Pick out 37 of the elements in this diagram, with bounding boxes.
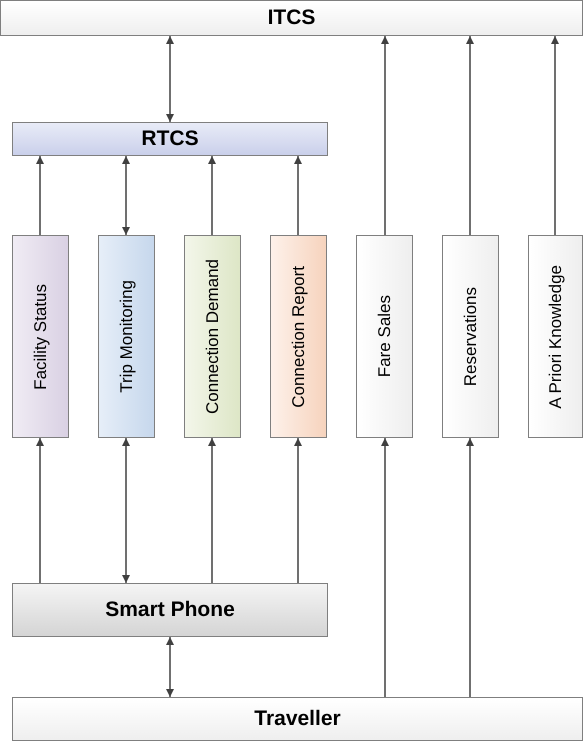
arrow: [122, 156, 130, 235]
system-box: [12, 122, 328, 156]
device-box: [12, 583, 328, 637]
arrow: [466, 36, 474, 235]
box-label: Reservations: [460, 286, 480, 386]
data-column: [12, 235, 69, 438]
arrow: [551, 36, 559, 235]
data-column: [270, 235, 327, 438]
box-label: ITCS: [268, 6, 316, 30]
arrow: [208, 156, 216, 235]
arrow: [294, 156, 302, 235]
arrow: [208, 438, 216, 583]
data-column: [528, 235, 583, 438]
box-label: RTCS: [141, 127, 199, 151]
arrow: [166, 637, 174, 697]
arrow: [166, 36, 174, 122]
box-label: Smart Phone: [105, 598, 235, 622]
title-box: [0, 0, 583, 36]
arrow: [381, 36, 389, 235]
arrow: [466, 438, 474, 697]
box-label: Facility Status: [30, 284, 50, 390]
arrow: [36, 438, 44, 583]
box-label: Fare Sales: [374, 295, 394, 378]
box-label: Trip Monitoring: [116, 280, 136, 393]
box-label: Connection Report: [288, 266, 308, 408]
arrow: [36, 156, 44, 235]
box-label: Connection Demand: [202, 259, 222, 414]
arrow: [381, 438, 389, 697]
actor-box: [12, 697, 583, 741]
data-column: [442, 235, 499, 438]
box-label: Traveller: [254, 707, 341, 731]
data-column: [184, 235, 241, 438]
arrow: [122, 438, 130, 583]
data-column: [356, 235, 413, 438]
arrow: [294, 438, 302, 583]
data-column: [98, 235, 155, 438]
box-label: A Priori Knowledge: [546, 264, 566, 408]
